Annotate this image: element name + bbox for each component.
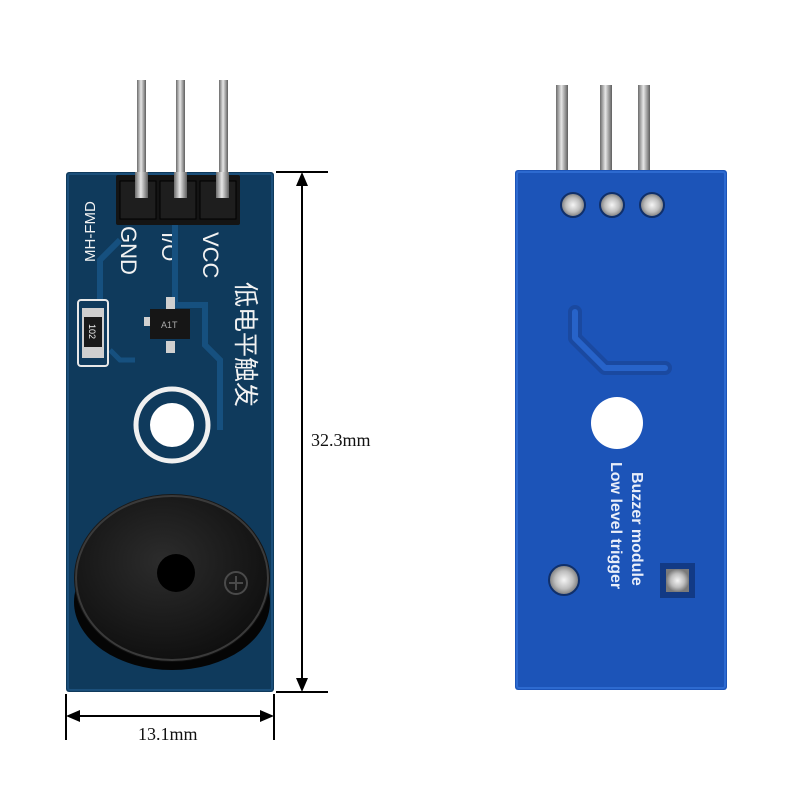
back-round-pad bbox=[548, 564, 580, 596]
back-mounting-hole bbox=[591, 397, 643, 449]
back-trigger-label: Low level trigger bbox=[607, 462, 624, 589]
pin-label-io: I/O bbox=[157, 232, 182, 261]
svg-text:102: 102 bbox=[87, 324, 97, 339]
front-trigger-label: 低电平触发 bbox=[231, 282, 259, 407]
front-mounting-hole bbox=[133, 386, 211, 464]
front-pin-3 bbox=[219, 80, 228, 195]
height-label: 32.3mm bbox=[311, 430, 371, 450]
back-solder-pad-3 bbox=[639, 192, 665, 218]
back-solder-pad-2 bbox=[599, 192, 625, 218]
smd-resistor: 102 bbox=[77, 299, 109, 367]
svg-text:A1T: A1T bbox=[161, 320, 178, 330]
front-pin-2 bbox=[176, 80, 185, 195]
back-module: Buzzer module Low level trigger bbox=[515, 85, 727, 690]
transistor: A1T bbox=[144, 297, 190, 353]
buzzer bbox=[74, 494, 270, 670]
width-label: 13.1mm bbox=[138, 724, 198, 744]
back-pin-3 bbox=[638, 85, 650, 170]
back-square-pad bbox=[660, 563, 695, 598]
back-pin-1 bbox=[556, 85, 568, 170]
height-dimension: 32.3mm bbox=[276, 171, 371, 693]
front-module: MH-FMD GND I/O VCC 102 A1T 低电平触发 bbox=[66, 80, 274, 692]
pin-label-vcc: VCC bbox=[198, 232, 223, 279]
back-title-label: Buzzer module bbox=[628, 472, 645, 586]
front-pin-1 bbox=[137, 80, 146, 195]
back-solder-pad-1 bbox=[560, 192, 586, 218]
width-dimension: 13.1mm bbox=[65, 694, 275, 744]
front-model-label: MH-FMD bbox=[82, 201, 99, 262]
buzzer-sound-hole bbox=[157, 554, 195, 592]
buzzer-plus-icon bbox=[224, 571, 248, 595]
back-pin-2 bbox=[600, 85, 612, 170]
pin-label-gnd: GND bbox=[116, 226, 141, 275]
